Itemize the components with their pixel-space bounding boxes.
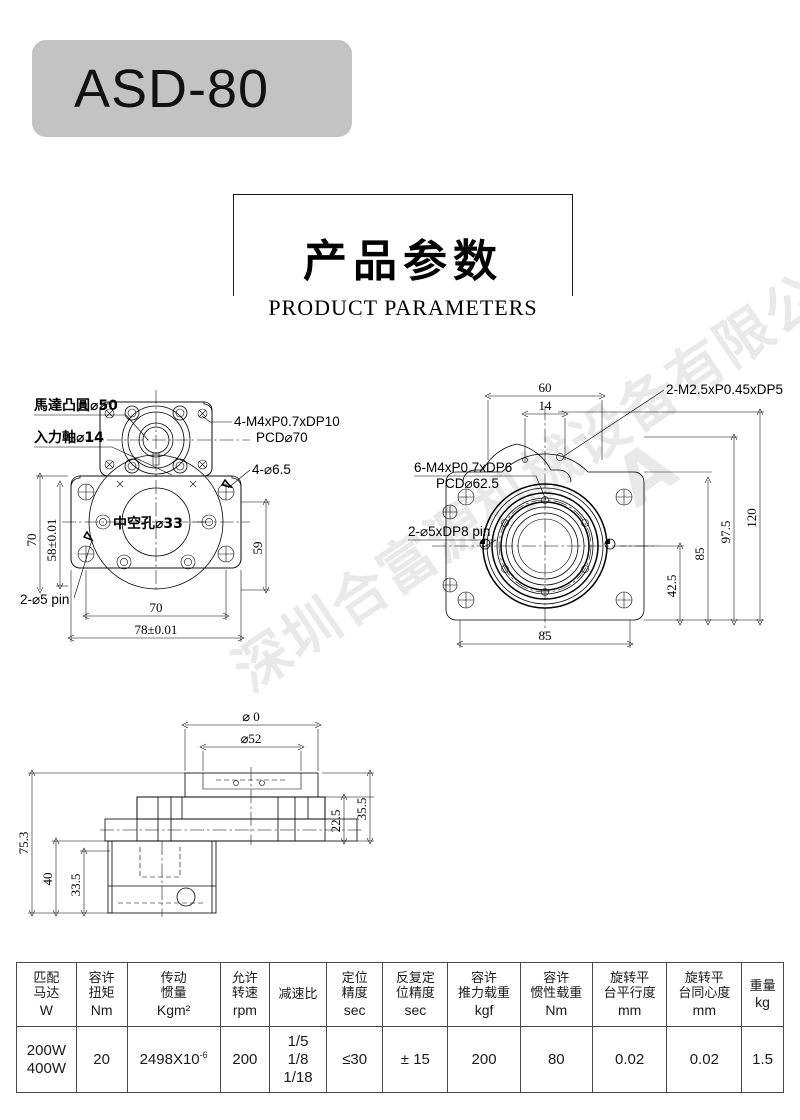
leader-6-m4-tap: 6-M4xP0.7xDP6 <box>414 460 512 475</box>
cell-torque: 20 <box>75 1026 128 1093</box>
dim-225: 22.5 <box>328 810 343 833</box>
cell-concentricity: 0.02 <box>666 1026 743 1093</box>
leader-pcd70: PCD⌀70 <box>256 430 308 445</box>
th-concentricity: 旋转平 台同心度 mm <box>666 962 743 1027</box>
side-view-geometry <box>100 767 362 917</box>
cell-speed: 200 <box>219 1026 271 1093</box>
product-parameters-title-cn: 产品参数 <box>303 236 503 287</box>
th-weight: 重量 kg <box>741 962 784 1027</box>
cell-position-accuracy: ≤30 <box>325 1026 384 1093</box>
top-view-dimensions: 60 14 120 97.5 85 42.5 85 <box>456 380 764 648</box>
th-motor: 匹配 马达 W <box>16 962 77 1027</box>
table-row: 200W 400W 20 2498X10-6 200 1/5 1/8 1/18 … <box>16 1026 784 1093</box>
dim-85-vertical: 85 <box>692 548 707 561</box>
dim-58-tol: 58±0.01 <box>44 519 59 562</box>
dim-753: 75.3 <box>16 832 31 855</box>
th-inertia-load: 容许 惯性载重 Nm <box>519 962 593 1027</box>
th-ratio: 减速比 <box>269 962 327 1027</box>
leader-m4-tap: 4-M4xP0.7xDP10 <box>234 414 340 429</box>
front-view-dimensions: 70 58±0.01 59 70 78±0.01 <box>24 472 270 642</box>
cell-parallelism: 0.02 <box>591 1026 668 1093</box>
side-view-drawing: ⌀ 0 ⌀52 75.3 40 33.5 22.5 35.5 <box>16 709 374 917</box>
dim-dia-52: ⌀52 <box>241 731 262 746</box>
dim-355: 35.5 <box>354 798 369 821</box>
leader-pcd625: PCD⌀62.5 <box>436 476 499 491</box>
front-view-drawing: 馬達凸圓⌀50 入力軸⌀14 4-M4xP0.7xDP10 PCD⌀70 4-⌀… <box>20 390 340 642</box>
dim-85-horizontal: 85 <box>539 628 552 643</box>
cell-ratio: 1/5 1/8 1/18 <box>269 1026 327 1093</box>
dim-40: 40 <box>40 873 55 886</box>
dim-335: 33.5 <box>68 874 83 897</box>
th-thrust-load: 容许 推力载重 kgf <box>447 962 521 1027</box>
cell-thrust-load: 200 <box>447 1026 521 1093</box>
leader-motor-boss: 馬達凸圓⌀50 <box>34 397 118 414</box>
th-speed: 允许 转速 rpm <box>219 962 271 1027</box>
dim-59-right: 59 <box>250 542 265 555</box>
top-view-geometry <box>432 406 658 634</box>
dim-14: 14 <box>539 398 553 413</box>
th-position-accuracy: 定位 精度 sec <box>325 962 384 1027</box>
th-parallelism: 旋转平 台平行度 mm <box>591 962 668 1027</box>
cell-repeat-accuracy: ± 15 <box>382 1026 449 1093</box>
cell-inertia-exponent: -6 <box>199 1050 208 1060</box>
cell-weight: 1.5 <box>741 1026 784 1093</box>
top-view-drawing: 2-M2.5xP0.45xDP5 6-M4xP0.7xDP6 PCD⌀62.5 … <box>408 380 783 648</box>
side-view-dimensions: ⌀ 0 ⌀52 75.3 40 33.5 22.5 35.5 <box>16 709 374 917</box>
table-header-row: 匹配 马达 W 容许 扭矩 Nm 传动 惯量 Kgm² 允许 转速 rpm 减速… <box>16 962 784 1027</box>
dim-425: 42.5 <box>664 575 679 598</box>
table-body: 200W 400W 20 2498X10-6 200 1/5 1/8 1/18 … <box>16 1026 784 1093</box>
product-parameters-title-en: PRODUCT PARAMETERS <box>233 296 573 319</box>
cell-motor: 200W 400W <box>16 1026 77 1093</box>
front-view-annotations: 馬達凸圓⌀50 入力軸⌀14 4-M4xP0.7xDP10 PCD⌀70 4-⌀… <box>20 397 340 607</box>
cell-inertia: 2498X10-6 <box>126 1026 221 1093</box>
th-torque: 容许 扭矩 Nm <box>75 962 128 1027</box>
dim-60: 60 <box>539 380 552 395</box>
dim-70-left: 70 <box>24 534 39 547</box>
leader-dowel-pin: 2-⌀5xDP8 pin <box>408 524 490 539</box>
leader-2-dia5-pin: 2-⌀5 pin <box>20 592 69 607</box>
front-view-geometry <box>62 390 250 592</box>
th-inertia: 传动 惯量 Kgm² <box>126 962 221 1027</box>
dim-70-bottom: 70 <box>150 600 163 615</box>
table-header: 匹配 马达 W 容许 扭矩 Nm 传动 惯量 Kgm² 允许 转速 rpm 减速… <box>16 962 784 1027</box>
dim-78-tol: 78±0.01 <box>135 622 178 637</box>
th-repeat-accuracy: 反复定 位精度 sec <box>382 962 449 1027</box>
specification-table: 匹配 马达 W 容许 扭矩 Nm 传动 惯量 Kgm² 允许 转速 rpm 减速… <box>16 962 784 1093</box>
dim-dia-70: ⌀ 0 <box>242 709 260 724</box>
cell-inertia-load: 80 <box>519 1026 593 1093</box>
leader-input-shaft: 入力軸⌀14 <box>34 429 104 446</box>
leader-m25-tap: 2-M2.5xP0.45xDP5 <box>666 382 783 397</box>
leader-4-dia65: 4-⌀6.5 <box>252 462 291 477</box>
dim-120: 120 <box>744 508 759 528</box>
leader-hollow-hole: 中空孔⌀33 <box>113 515 183 532</box>
top-view-annotations: 2-M2.5xP0.45xDP5 6-M4xP0.7xDP6 PCD⌀62.5 … <box>408 382 783 549</box>
dim-975: 97.5 <box>718 521 733 544</box>
model-title-text: ASD-80 <box>74 58 270 119</box>
model-title-badge: ASD-80 <box>32 40 352 137</box>
cell-inertia-base: 2498X10 <box>139 1051 200 1068</box>
